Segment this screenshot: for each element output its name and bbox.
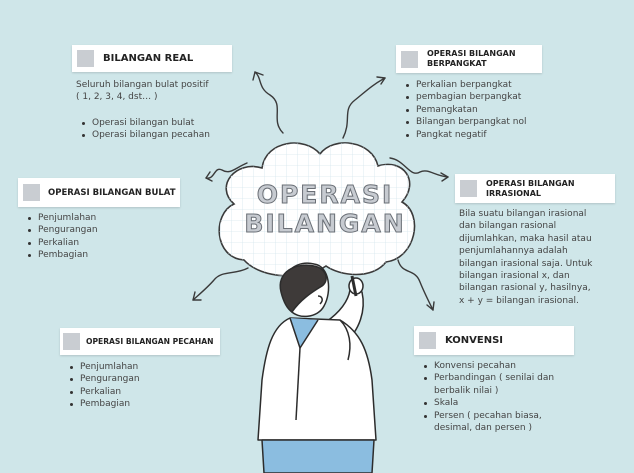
arrow-to-berpangkat (342, 77, 386, 139)
desc-line: ( 1, 2, 3, 4, dst… ) (76, 92, 158, 103)
list-item: Pengurangan (68, 373, 140, 385)
list-item: Bilangan berpangkat nol (404, 116, 526, 128)
list-item: Konvensi pecahan (422, 360, 562, 372)
label-berpangkat: OPERASI BILANGAN BERPANGKAT (396, 45, 542, 73)
list-item: Penjumlahan (26, 212, 98, 224)
label-bilangan-real: BILANGAN REAL (72, 45, 232, 72)
label-bulat: OPERASI BILANGAN BULAT (18, 178, 180, 207)
list-item: Perkalian berpangkat (404, 79, 526, 91)
list-item: Pembagian (26, 249, 98, 261)
desc-line: Seluruh bilangan bulat positif (76, 80, 209, 90)
list-item: Perbandingan ( senilai dan berbalik nila… (422, 372, 562, 397)
list-item: Pemangkatan (404, 104, 526, 116)
label-title: OPERASI BILANGAN IRRASIONAL (486, 179, 575, 199)
arrow-to-konvensi (397, 259, 434, 311)
list-item: Perkalian (26, 237, 98, 249)
desc-line: dijumlahkan, maka hasil atau (459, 233, 592, 244)
label-title: OPERASI BILANGAN PECAHAN (86, 337, 214, 346)
label-irrasional: OPERASI BILANGAN IRRASIONAL (455, 174, 615, 203)
list-item: Perkalian (68, 386, 140, 398)
bilangan-real-desc: Seluruh bilangan bulat positif ( 1, 2, 3… (76, 79, 209, 104)
irrasional-desc: Bila suatu bilangan irasional dan bilang… (459, 208, 592, 307)
desc-line: dan bilangan rasional (459, 221, 557, 232)
arrow-to-bilangan-real (254, 71, 284, 134)
label-title: OPERASI BILANGAN BULAT (48, 187, 176, 198)
konvensi-list: Konvensi pecahan Perbandingan ( senilai … (422, 360, 562, 434)
desc-line: Bila suatu bilangan irasional (459, 209, 587, 219)
square-icon (63, 333, 80, 350)
square-icon (419, 332, 436, 349)
arrow-to-irrasional (389, 157, 449, 178)
label-title-line: IRRASIONAL (486, 188, 542, 198)
label-title: KONVENSI (445, 335, 504, 346)
center-title-line-2: BILANGAN (244, 209, 406, 239)
list-item: Persen ( pecahan biasa, desimal, dan per… (422, 410, 562, 435)
arrow-to-pecahan (192, 267, 249, 301)
list-item: Operasi bilangan pecahan (80, 129, 210, 141)
pecahan-list: Penjumlahan Pengurangan Perkalian Pembag… (68, 361, 140, 411)
label-title-line: BERPANGKAT (427, 59, 487, 68)
center-title-line-1: OPERASI (256, 180, 394, 210)
label-pecahan: OPERASI BILANGAN PECAHAN (60, 328, 220, 355)
desc-line: bilangan rasional y, hasilnya, (459, 283, 591, 294)
list-item: Operasi bilangan bulat (80, 117, 210, 129)
label-title: OPERASI BILANGAN BERPANGKAT (427, 49, 516, 69)
center-title: OPERASI BILANGAN (240, 180, 410, 239)
desc-line: bilangan irasional x, dan (459, 271, 570, 282)
desc-line: penjumlahannya adalah (459, 246, 568, 257)
desc-line: bilangan irasional saja. Untuk (459, 258, 593, 269)
desc-line: x + y = bilangan irasional. (459, 295, 579, 306)
arrow-to-bulat (205, 162, 248, 179)
bilangan-real-list: Operasi bilangan bulat Operasi bilangan … (80, 117, 210, 142)
list-item: Pembagian (68, 398, 140, 410)
square-icon (23, 184, 40, 201)
label-title-line: OPERASI BILANGAN (427, 49, 516, 58)
list-item: pembagian berpangkat (404, 91, 526, 103)
square-icon (401, 50, 418, 68)
label-konvensi: KONVENSI (414, 326, 574, 355)
label-title: BILANGAN REAL (103, 53, 194, 64)
list-item: Pengurangan (26, 224, 98, 236)
list-item: Pangkat negatif (404, 129, 526, 141)
bulat-list: Penjumlahan Pengurangan Perkalian Pembag… (26, 212, 98, 262)
list-item: Penjumlahan (68, 361, 140, 373)
square-icon (460, 180, 477, 197)
square-icon (77, 50, 94, 67)
list-item: Skala (422, 397, 562, 409)
berpangkat-list: Perkalian berpangkat pembagian berpangka… (404, 79, 526, 141)
label-title-line: OPERASI BILANGAN (486, 178, 575, 188)
